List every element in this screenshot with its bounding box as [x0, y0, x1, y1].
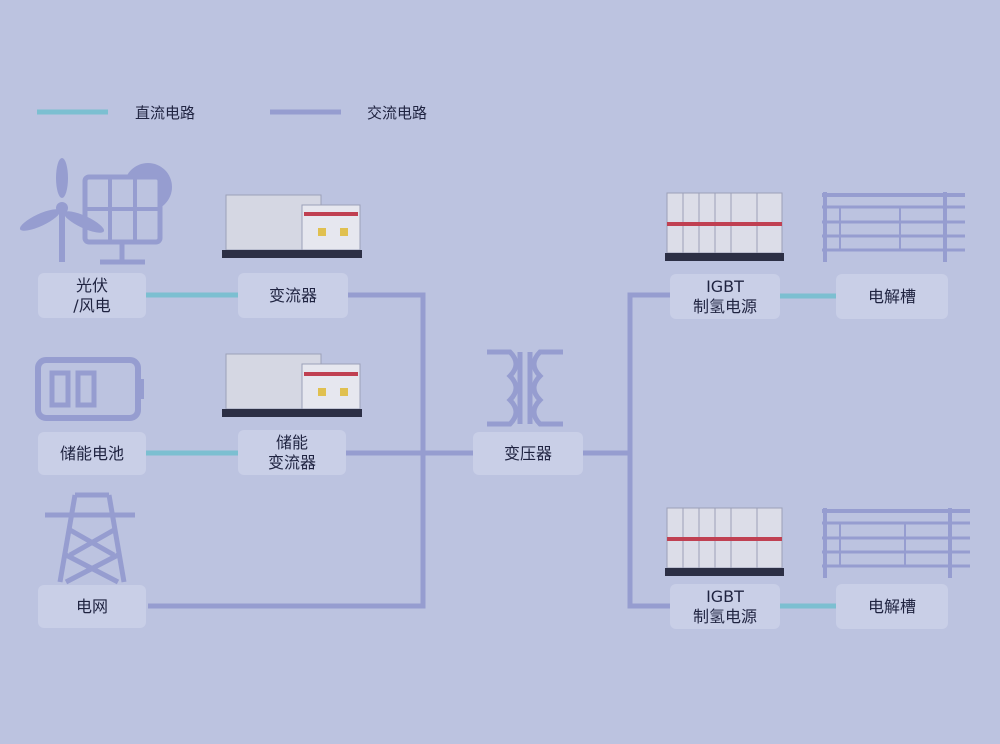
- wind-solar-icon: [19, 158, 172, 265]
- node-pv-wind: 光伏 /风电: [38, 273, 146, 318]
- electrolyzer-icon-top: [822, 192, 965, 262]
- dc-connections: [146, 292, 836, 609]
- node-electrolyzer-bottom: 电解槽: [836, 584, 948, 629]
- node-converter: 变流器: [238, 273, 348, 318]
- node-storage-battery: 储能电池: [38, 432, 146, 475]
- node-electrolyzer-top-line1: 电解槽: [867, 286, 916, 306]
- igbt-cabinet-icon-bottom: [665, 507, 784, 576]
- node-pv-wind-line1: 光伏: [75, 275, 108, 295]
- node-igbt-bottom-line1: IGBT: [706, 586, 744, 606]
- node-igbt-bottom-line2: 制氢电源: [692, 606, 757, 626]
- node-electrolyzer-top: 电解槽: [836, 274, 948, 319]
- electrolyzer-icon-bottom: [822, 508, 970, 578]
- transformer-coil-icon: [487, 349, 563, 427]
- node-igbt-top-line2: 制氢电源: [692, 296, 757, 316]
- legend-dc-label: 直流电路: [135, 104, 196, 122]
- node-storage-converter-line2: 变流器: [267, 452, 316, 472]
- node-transformer: 变压器: [473, 432, 583, 475]
- legend-ac-label: 交流电路: [367, 104, 428, 122]
- ac-link-right-bus: [627, 292, 670, 609]
- battery-icon: [35, 357, 144, 421]
- node-grid-line1: 电网: [75, 596, 108, 616]
- converter-cabinet-icon: [222, 194, 362, 258]
- node-igbt-bottom: IGBT 制氢电源: [670, 584, 780, 629]
- node-electrolyzer-bottom-line1: 电解槽: [867, 596, 916, 616]
- ac-connections: [148, 292, 670, 609]
- node-pv-wind-line2: /风电: [73, 295, 111, 315]
- storage-converter-cabinet-icon: [222, 353, 362, 417]
- node-igbt-top-line1: IGBT: [706, 276, 744, 296]
- node-grid: 电网: [38, 585, 146, 628]
- node-storage-converter: 储能 变流器: [238, 430, 346, 475]
- power-tower-icon: [45, 492, 135, 585]
- node-storage-converter-line1: 储能: [275, 432, 308, 452]
- node-igbt-top: IGBT 制氢电源: [670, 274, 780, 319]
- igbt-cabinet-icon-top: [665, 192, 784, 261]
- node-storage-battery-line1: 储能电池: [59, 443, 124, 463]
- node-converter-line1: 变流器: [268, 285, 317, 305]
- node-transformer-line1: 变压器: [503, 443, 552, 463]
